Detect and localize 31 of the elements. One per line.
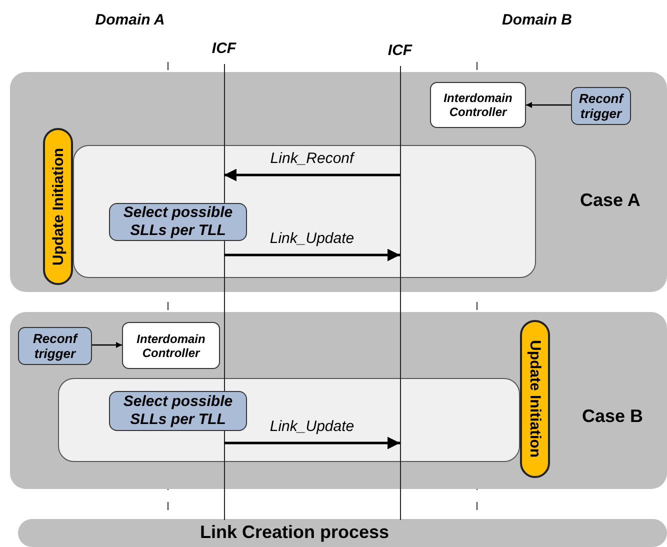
arrow [224,248,400,262]
phase-label: Update Initiation [526,340,544,458]
case-panel [10,312,667,489]
phase-panel [58,378,520,462]
action-box: Select possible SLLs per TLL [109,391,247,431]
arrow [92,342,122,348]
phase-pill [520,320,550,478]
edge-label: Link_Reconf [268,150,356,167]
edge-label: Link_Update [268,230,356,247]
domain-label: Domain B [502,12,572,28]
domain-label: Domain A [95,12,165,28]
arrow [224,168,400,182]
lifeline-title: ICF [212,40,236,57]
lifeline-title: ICF [388,42,412,59]
case-panel [10,72,667,292]
case-title: Case B [582,406,644,427]
controller-box: Interdomain Controller [122,322,220,369]
action-box: Select possible SLLs per TLL [109,203,247,241]
trigger-box: Reconf trigger [18,327,92,365]
process-bar [18,519,667,547]
case-title: Case A [580,190,640,211]
process-title: Link Creation process [200,522,390,543]
arrow [224,436,400,450]
phase-label: Update Initiation [50,148,66,266]
phase-pill [43,128,73,285]
arrow [526,102,571,108]
phase-panel [73,145,536,278]
trigger-box: Reconf trigger [571,87,631,125]
edge-label: Link_Update [268,418,356,435]
lifeline [385,42,415,520]
controller-box: Interdomain Controller [430,82,526,128]
